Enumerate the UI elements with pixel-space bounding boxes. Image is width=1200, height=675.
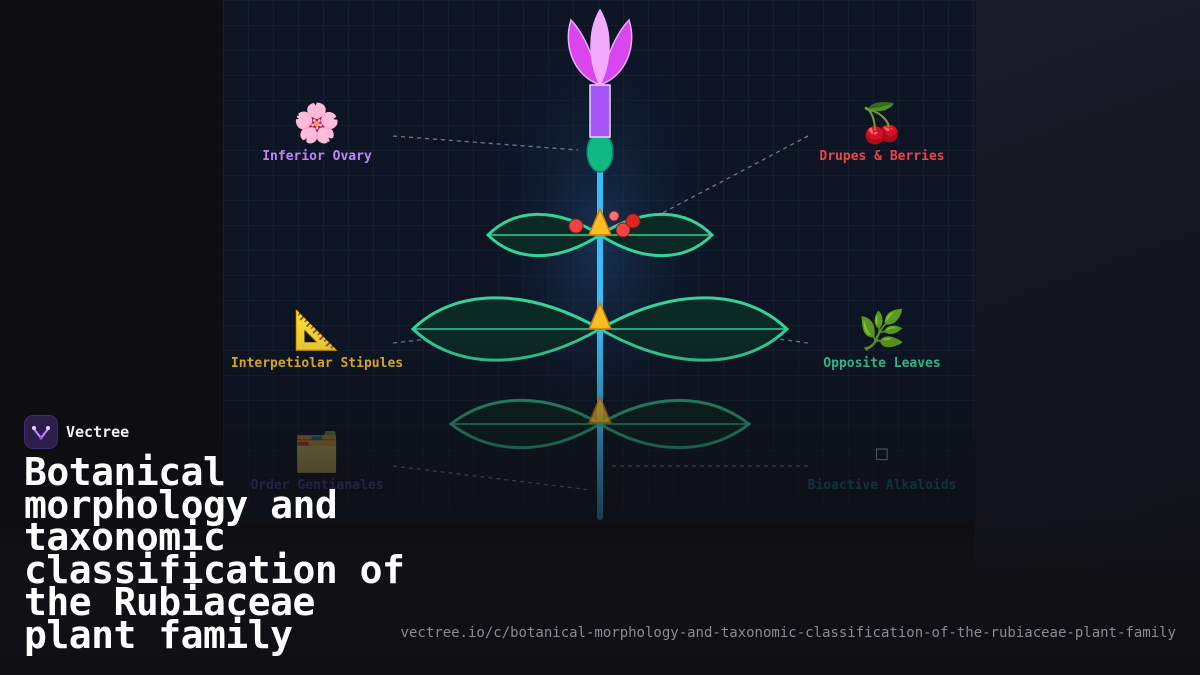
berry	[615, 222, 631, 238]
stipules	[587, 207, 613, 424]
label-interpetiolar-stipules: Interpetiolar Stipules	[230, 356, 404, 371]
leaf-pair-bottom	[448, 398, 752, 450]
connector-order-gentianales	[392, 465, 592, 491]
berries	[568, 210, 641, 238]
empty-square-icon: ◻	[874, 443, 890, 464]
connector-inferior-ovary	[392, 135, 579, 151]
label-opposite-leaves: Opposite Leaves	[823, 356, 941, 371]
cherries-icon: 🍒	[858, 101, 906, 145]
page-title: Botanical morphology and taxonomic class…	[24, 450, 405, 657]
stipule-bottom	[587, 395, 613, 424]
brand-logo[interactable]	[24, 415, 58, 449]
label-inferior-ovary: Inferior Ovary	[262, 149, 372, 164]
triangular-ruler-icon: 📐	[293, 308, 341, 352]
background-bottom-fade	[0, 520, 1200, 675]
berry	[625, 213, 641, 229]
leaf-pair-middle	[410, 296, 790, 362]
brand-name[interactable]: Vectree	[66, 423, 130, 441]
label-drupes-berries: Drupes & Berries	[819, 149, 945, 164]
corolla-tube	[589, 84, 611, 138]
berry	[568, 218, 584, 234]
card-index-dividers-icon: 🗂️	[293, 430, 341, 474]
page-url[interactable]: vectree.io/c/botanical-morphology-and-ta…	[400, 625, 1176, 641]
vectree-logo-icon	[32, 426, 50, 440]
label-bioactive-alkaloids: Bioactive Alkaloids	[807, 478, 957, 493]
stipule-top	[587, 207, 613, 236]
connector-drupes-berries	[652, 135, 809, 219]
cherry-blossom-icon: 🌸	[293, 101, 341, 145]
ovary	[586, 131, 614, 173]
herb-icon: 🌿	[858, 308, 906, 352]
rubiaceae-plant-diagram	[392, 8, 809, 520]
berry	[608, 210, 620, 222]
label-order-gentianales: Order Gentianales	[250, 478, 384, 493]
stem	[597, 160, 603, 520]
flower	[567, 8, 633, 87]
stipule-middle	[587, 301, 613, 330]
diagram-canvas: 🌸 Inferior Ovary 🍒 Drupes & Berries 📐 In…	[223, 0, 976, 522]
